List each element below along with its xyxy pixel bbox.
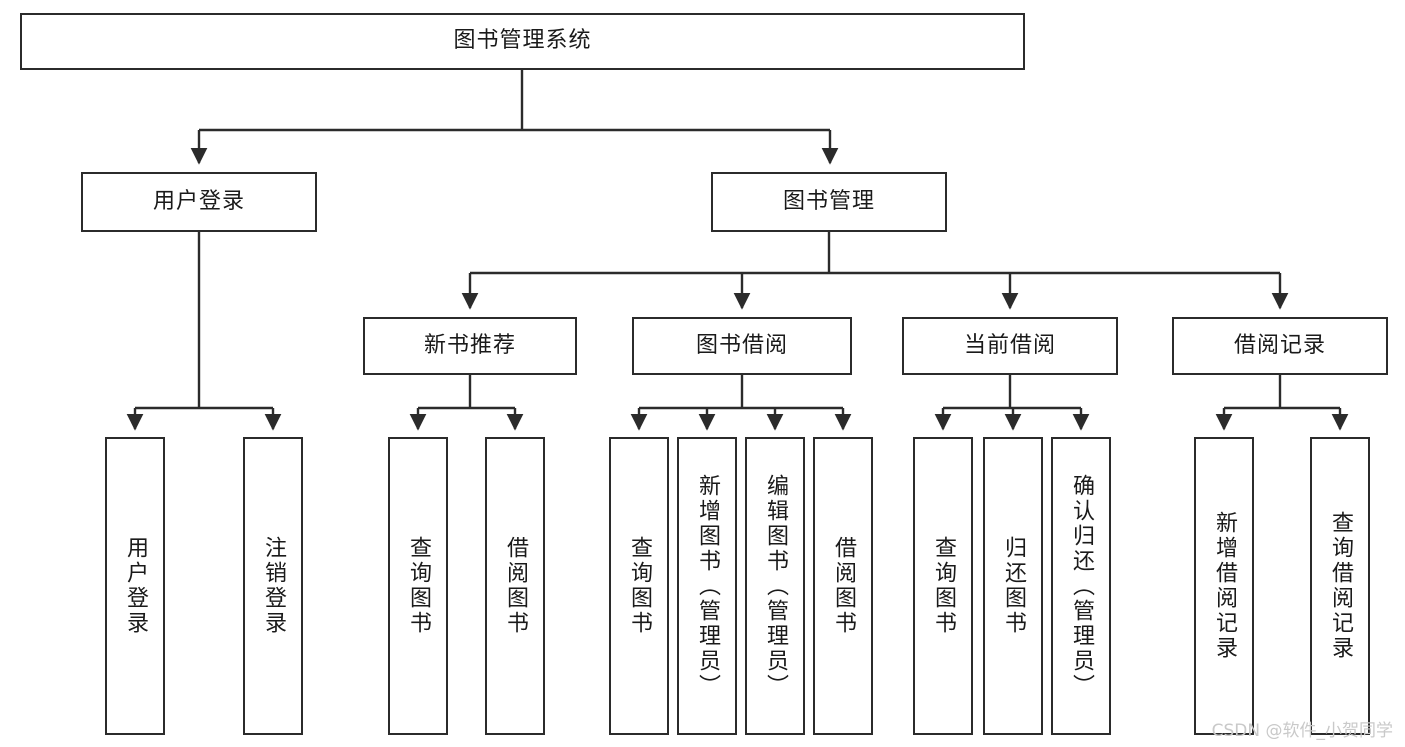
node-leaf-query-record-label: 查询借阅记录 — [1328, 511, 1353, 661]
node-book-manage[interactable]: 图书管理 — [711, 172, 947, 232]
node-user-login-label: 用户登录 — [152, 188, 245, 214]
node-leaf-edit-book-label: 编辑图书（管理员） — [763, 473, 788, 699]
node-leaf-query-book-cur-label: 查询图书 — [931, 536, 956, 636]
node-current-borrow-label: 当前借阅 — [963, 332, 1056, 358]
node-root[interactable]: 图书管理系统 — [20, 13, 1025, 70]
node-leaf-query-book-bor-label: 查询图书 — [627, 536, 652, 636]
node-leaf-add-record[interactable]: 新增借阅记录 — [1194, 437, 1254, 735]
node-book-borrow[interactable]: 图书借阅 — [632, 317, 852, 375]
node-leaf-confirm-return[interactable]: 确认归还（管理员） — [1051, 437, 1111, 735]
node-leaf-query-book-bor[interactable]: 查询图书 — [609, 437, 669, 735]
node-leaf-borrow-book-rec[interactable]: 借阅图书 — [485, 437, 545, 735]
node-leaf-add-book-label: 新增图书（管理员） — [695, 473, 720, 699]
node-leaf-logout-label: 注销登录 — [261, 536, 286, 636]
watermark: CSDN @软件_小贺同学 — [1211, 721, 1393, 741]
node-leaf-query-book-rec[interactable]: 查询图书 — [388, 437, 448, 735]
node-new-book-recommend[interactable]: 新书推荐 — [363, 317, 577, 375]
node-new-book-recommend-label: 新书推荐 — [423, 332, 516, 358]
node-root-label: 图书管理系统 — [453, 28, 592, 54]
node-leaf-query-book-rec-label: 查询图书 — [406, 536, 431, 636]
node-leaf-add-record-label: 新增借阅记录 — [1212, 511, 1237, 661]
node-borrow-record[interactable]: 借阅记录 — [1172, 317, 1388, 375]
node-leaf-borrow-book-bor-label: 借阅图书 — [831, 536, 856, 636]
node-borrow-record-label: 借阅记录 — [1233, 332, 1326, 358]
node-leaf-query-record[interactable]: 查询借阅记录 — [1310, 437, 1370, 735]
node-leaf-edit-book[interactable]: 编辑图书（管理员） — [745, 437, 805, 735]
node-leaf-user-login[interactable]: 用户登录 — [105, 437, 165, 735]
node-book-manage-label: 图书管理 — [782, 188, 875, 214]
node-leaf-return-book-label: 归还图书 — [1001, 536, 1026, 636]
node-user-login[interactable]: 用户登录 — [81, 172, 317, 232]
node-current-borrow[interactable]: 当前借阅 — [902, 317, 1118, 375]
node-book-borrow-label: 图书借阅 — [695, 332, 788, 358]
node-leaf-query-book-cur[interactable]: 查询图书 — [913, 437, 973, 735]
node-leaf-borrow-book-bor[interactable]: 借阅图书 — [813, 437, 873, 735]
node-leaf-borrow-book-rec-label: 借阅图书 — [503, 536, 528, 636]
node-leaf-return-book[interactable]: 归还图书 — [983, 437, 1043, 735]
node-leaf-user-login-label: 用户登录 — [123, 536, 148, 636]
node-leaf-logout[interactable]: 注销登录 — [243, 437, 303, 735]
node-leaf-confirm-return-label: 确认归还（管理员） — [1069, 473, 1094, 699]
node-leaf-add-book[interactable]: 新增图书（管理员） — [677, 437, 737, 735]
